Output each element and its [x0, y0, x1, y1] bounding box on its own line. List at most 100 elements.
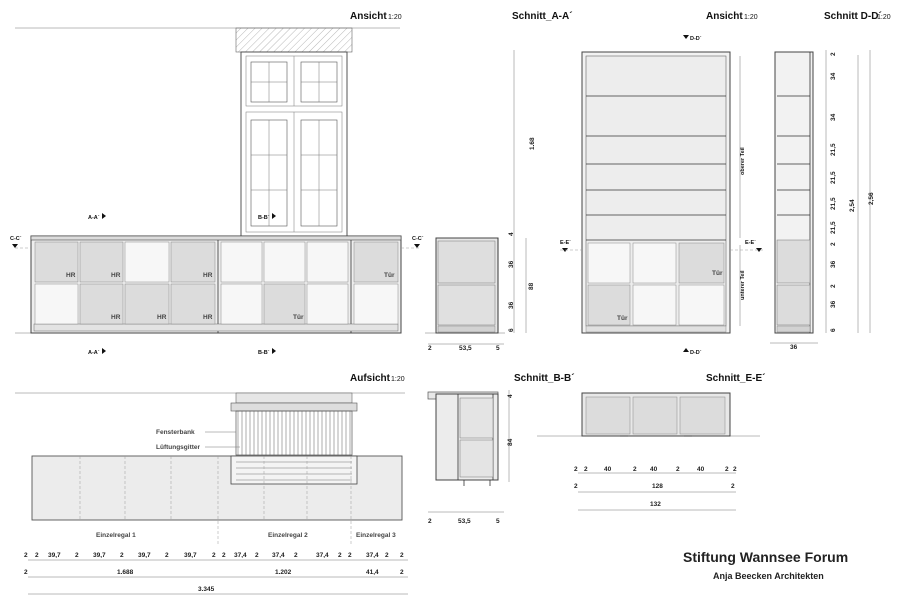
- dim-aa-h: 36: [508, 301, 515, 309]
- dim-plan-row1: 2: [24, 552, 28, 559]
- dim-ee-row1: 40: [650, 466, 658, 473]
- dim-ee-row2: 2: [574, 483, 578, 490]
- label-unterer-teil: unterer Teil: [740, 270, 746, 300]
- title-schnitt-bb: Schnitt_B-B´: [514, 373, 575, 384]
- dim-plan-row1: 2: [222, 552, 226, 559]
- dim-plan-row2: 1.202: [275, 569, 292, 576]
- dim-aa-h: 36: [508, 260, 515, 268]
- dim-aa-depth: 2: [428, 345, 432, 352]
- dim-plan-row1: 39,7: [138, 552, 151, 559]
- dim-plan-row1: 2: [75, 552, 79, 559]
- dim-plan-row1: 2: [255, 552, 259, 559]
- dim-plan-row1: 39,7: [48, 552, 61, 559]
- panel-label-hr: HR: [203, 272, 213, 279]
- dim-plan-row1: 2: [35, 552, 39, 559]
- section-bb: 4 84 2 53,5 5: [427, 390, 514, 525]
- dim-ee-row1: 40: [697, 466, 705, 473]
- dim-dd-h: 2: [830, 242, 837, 246]
- label-oberer-teil: oberer Teil: [740, 147, 746, 175]
- dim-bb-h: 4: [507, 394, 514, 398]
- title-schnitt-ee: Schnitt_E-E´: [706, 373, 765, 384]
- dim-dd-h: 21,5: [830, 221, 837, 234]
- scale-ansicht-right: 1:20: [744, 14, 758, 21]
- dim-plan-row1: 2: [294, 552, 298, 559]
- title-aufsicht: Aufsicht: [350, 373, 391, 384]
- section-mark-cc-left: C-C´: [10, 236, 22, 242]
- dim-plan-row1: 2: [120, 552, 124, 559]
- dim-plan-row1: 2: [165, 552, 169, 559]
- panel-label-tuer: Tür: [617, 315, 628, 322]
- dim-plan-row2: 2: [24, 569, 28, 576]
- label-einzelregal-1: Einzelregal 1: [96, 532, 136, 539]
- footer-subtitle: Anja Beecken Architekten: [713, 571, 824, 581]
- scale-schnitt-dd: 1:20: [877, 14, 891, 21]
- dim-ee-row1: 2: [633, 466, 637, 473]
- dim-ee-row3: 132: [650, 501, 661, 508]
- title-schnitt-dd: Schnitt D-D´: [824, 11, 882, 22]
- dim-plan-row1: 37,4: [234, 552, 247, 559]
- dim-bb-depth: 5: [496, 518, 500, 525]
- dim-plan-row1: 2: [348, 552, 352, 559]
- dim-bb-h: 84: [507, 438, 514, 446]
- dim-dd-h: 34: [830, 72, 837, 80]
- dim-ee-row1: 2: [733, 466, 737, 473]
- dim-aa-88: 88: [528, 282, 535, 290]
- dim-plan-row1: 37,4: [272, 552, 285, 559]
- dim-plan-row1: 2: [385, 552, 389, 559]
- panel-label-hr: HR: [111, 272, 121, 279]
- dim-plan-row3: 3.345: [198, 586, 215, 593]
- dim-dd-254: 2,54: [849, 199, 856, 212]
- dim-dd-h: 2: [830, 52, 837, 56]
- panel-label-tuer: Tür: [712, 270, 723, 277]
- dim-ee-row1: 2: [574, 466, 578, 473]
- dim-dd-h: 21,5: [830, 197, 837, 210]
- dim-ee-row2: 2: [731, 483, 735, 490]
- panel-label-hr: HR: [157, 314, 167, 321]
- dim-dd-h: 21,5: [830, 171, 837, 184]
- title-ansicht-left: Ansicht: [350, 11, 387, 22]
- scale-ansicht-left: 1:20: [388, 14, 402, 21]
- label-einzelregal-2: Einzelregal 2: [268, 532, 308, 539]
- dim-ee-row1: 2: [676, 466, 680, 473]
- dim-plan-row1: 2: [400, 552, 404, 559]
- label-fensterbank: Fensterbank: [156, 429, 195, 436]
- dim-dd-h: 36: [830, 260, 837, 268]
- dim-dd-256: 2,56: [868, 192, 875, 205]
- dim-plan-row2: 1.688: [117, 569, 134, 576]
- elevation-left: HR HR HR Tür HR HR HR Tür A-A´ A-A´ B-B´…: [10, 27, 424, 356]
- scale-aufsicht: 1:20: [391, 376, 405, 383]
- panel-label-hr: HR: [111, 314, 121, 321]
- dim-aa-total: 1.68: [529, 137, 536, 150]
- dim-bb-depth: 2: [428, 518, 432, 525]
- panel-label-hr: HR: [203, 314, 213, 321]
- elevation-right: Tür Tür oberer Teil unterer Teil D-D´ D-…: [560, 35, 765, 356]
- section-mark-aa-bottom: A-A´: [88, 350, 100, 356]
- section-mark-bb-top: B-B´: [258, 215, 270, 221]
- dim-plan-row1: 2: [212, 552, 216, 559]
- dim-bb-depth: 53,5: [458, 518, 471, 525]
- dim-ee-row1: 40: [604, 466, 612, 473]
- dim-plan-row1: 39,7: [93, 552, 106, 559]
- title-schnitt-aa: Schnitt_A-A´: [512, 11, 573, 22]
- label-einzelregal-3: Einzelregal 3: [356, 532, 396, 539]
- title-ansicht-right: Ansicht: [706, 11, 743, 22]
- dim-dd-h: 21,5: [830, 143, 837, 156]
- dim-plan-row2: 2: [400, 569, 404, 576]
- dim-plan-row1: 37,4: [316, 552, 329, 559]
- dim-plan-row2: 41,4: [366, 569, 379, 576]
- panel-label-hr: HR: [66, 272, 76, 279]
- dim-ee-row1: 2: [584, 466, 588, 473]
- dim-aa-depth: 5: [496, 345, 500, 352]
- section-mark-cc-right: C-C´: [412, 236, 424, 242]
- dim-aa-h: 6: [508, 328, 515, 332]
- dim-plan-row1: 2: [338, 552, 342, 559]
- dim-dd-depth: 36: [790, 344, 798, 351]
- dim-plan-row1: 37,4: [366, 552, 379, 559]
- label-lueftungsgitter: Lüftungsgitter: [156, 444, 201, 451]
- section-mark-ee-right: E-E´: [745, 240, 756, 246]
- dim-aa-depth: 53,5: [459, 345, 472, 352]
- dim-ee-row1: 2: [725, 466, 729, 473]
